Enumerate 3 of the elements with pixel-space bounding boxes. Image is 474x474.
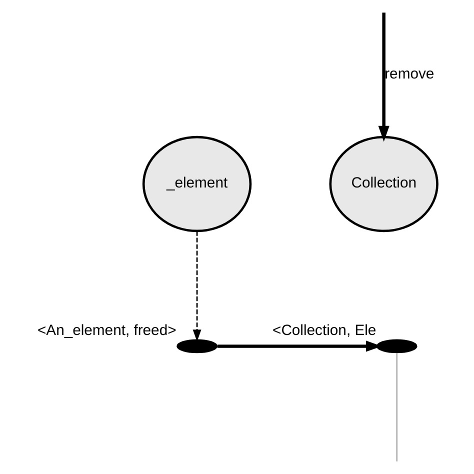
edge-label: remove — [384, 66, 434, 82]
node-label: <Collection, Ele — [272, 322, 376, 339]
node-label: <An_element, freed> — [37, 322, 176, 339]
